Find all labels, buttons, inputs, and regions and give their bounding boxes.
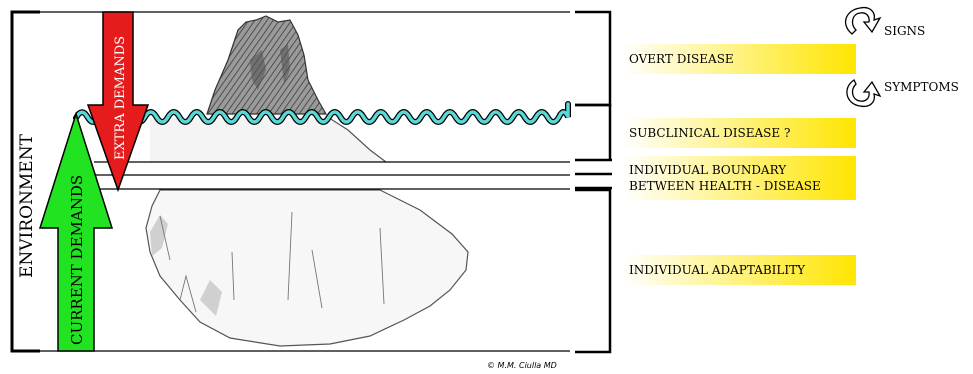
right-bracket-bottom [575, 190, 610, 352]
signs-label: SIGNS [884, 24, 925, 38]
right-bracket-boundary [575, 160, 612, 188]
right-bracket-mid [575, 105, 610, 160]
signature: © M.M. Ciulla MD [487, 361, 557, 370]
overt-disease-label: OVERT DISEASE [622, 44, 856, 74]
health-disease-boundary-label: INDIVIDUAL BOUNDARY BETWEEN HEALTH - DIS… [622, 156, 856, 200]
right-bracket-top [575, 12, 610, 105]
overt-disease-text: OVERT DISEASE [629, 51, 734, 67]
signs-arrow-icon [846, 8, 880, 34]
subclinical-disease-text: SUBCLINICAL DISEASE ? [629, 125, 790, 141]
current-demands-label: CURRENT DEMANDS [68, 175, 86, 345]
subclinical-disease-label: SUBCLINICAL DISEASE ? [622, 118, 856, 148]
boundary-text-line1: INDIVIDUAL BOUNDARY [629, 162, 786, 178]
iceberg-top [207, 16, 326, 114]
symptoms-arrow-icon [847, 80, 880, 106]
environment-label: ENVIRONMENT [17, 133, 37, 278]
extra-demands-label: EXTRA DEMANDS [113, 36, 128, 160]
symptoms-label: SYMPTOMS [884, 80, 959, 94]
boundary-text-line2: BETWEEN HEALTH - DISEASE [629, 178, 821, 194]
adaptability-label: INDIVIDUAL ADAPTABILITY [622, 255, 856, 285]
iceberg-bottom [146, 190, 468, 346]
adaptability-text: INDIVIDUAL ADAPTABILITY [629, 262, 805, 278]
